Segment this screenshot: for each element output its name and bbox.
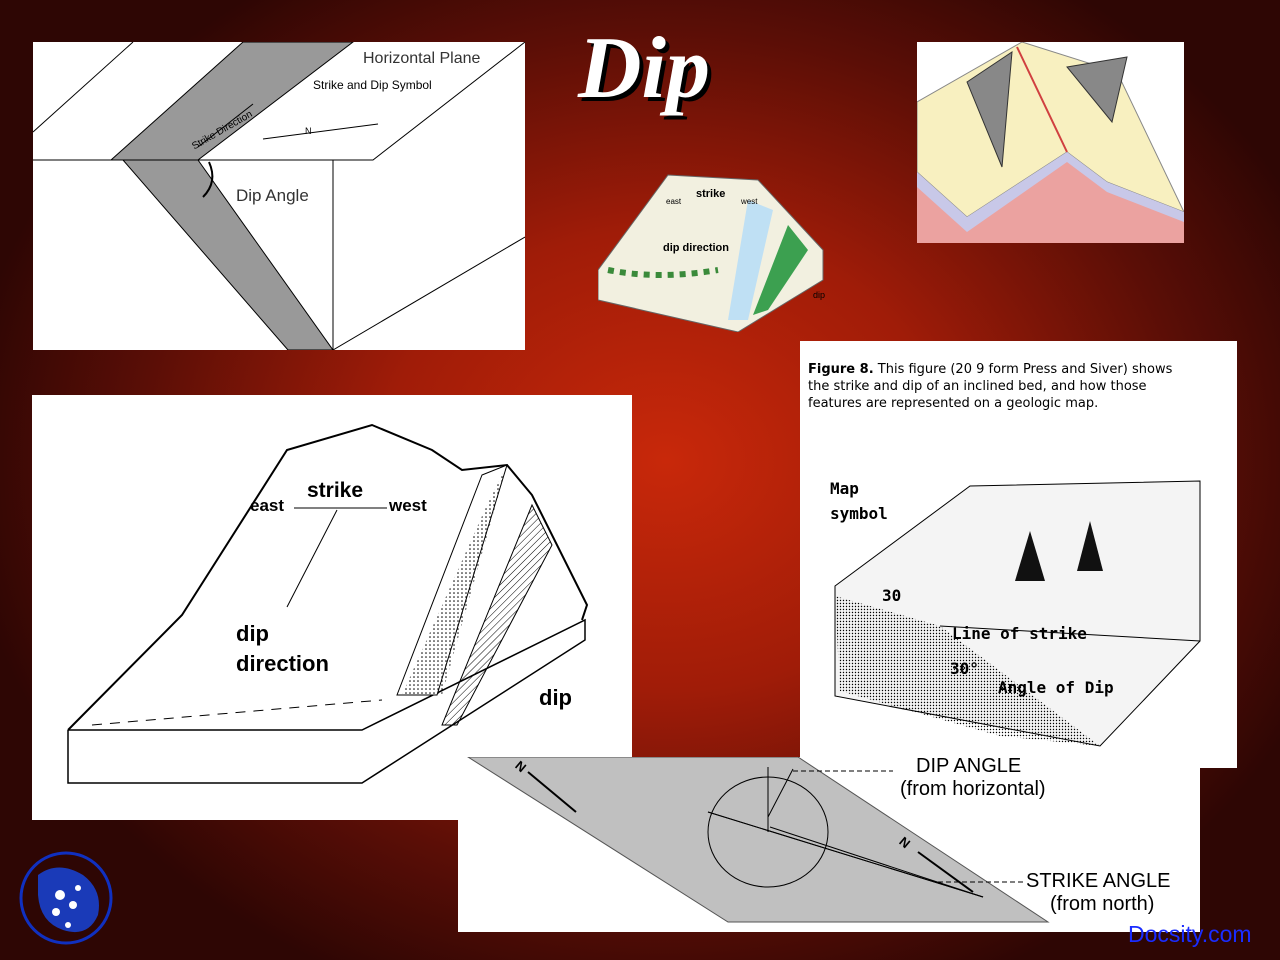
- label-dip-angle: Dip Angle: [236, 186, 309, 205]
- label-n: N: [305, 126, 312, 136]
- caption-line: This figure (20 9 form Press and Siver) …: [877, 362, 1173, 377]
- large-west: west: [389, 496, 427, 515]
- symbol-label: symbol: [830, 504, 888, 523]
- caption-line: the strike and dip of an inclined bed, a…: [808, 379, 1147, 394]
- small-strike: strike: [696, 188, 726, 200]
- label-horizontal-plane: Horizontal Plane: [363, 50, 481, 67]
- small-west: west: [741, 197, 758, 206]
- dip-angle-label: DIP ANGLE: [916, 757, 1022, 777]
- from-north-label: (from north): [1050, 893, 1155, 915]
- large-east: east: [250, 496, 285, 515]
- large-dip: dip: [539, 685, 572, 710]
- small-east: east: [666, 197, 682, 206]
- figure-8-panel: Figure 8. This figure (20 9 form Press a…: [800, 341, 1237, 768]
- angle-30-label: 30°: [950, 659, 979, 678]
- small-dip: dip: [813, 290, 826, 300]
- large-dip-line1: dip: [236, 621, 269, 646]
- horizontal-plane-diagram: Horizontal Plane Strike and Dip Symbol S…: [33, 42, 525, 350]
- map-value-30: 30: [882, 586, 902, 605]
- map-label: Map: [830, 479, 859, 498]
- label-strike-dip-symbol: Strike and Dip Symbol: [313, 78, 432, 92]
- small-strike-dip-diagram: strike east west dip direction dip: [598, 170, 830, 332]
- docsity-watermark: Docsity.com: [1128, 921, 1252, 947]
- caption-bold: Figure 8.: [808, 362, 874, 377]
- strike-angle-label: STRIKE ANGLE: [1026, 870, 1171, 892]
- slide-title: Dip: [578, 20, 710, 117]
- fold-diagram: [917, 42, 1184, 243]
- from-horizontal-label: (from horizontal): [900, 778, 1046, 800]
- small-dip-direction: dip direction: [663, 242, 729, 254]
- dip-strike-angle-diagram: N N DIP ANGLE (from horizontal) STRIKE A…: [458, 757, 1200, 932]
- large-dip-line2: direction: [236, 651, 329, 676]
- caption-line: features are represented on a geologic m…: [808, 396, 1099, 411]
- figure-8-caption: Figure 8. This figure (20 9 form Press a…: [808, 361, 1172, 412]
- large-strike: strike: [307, 479, 364, 502]
- logo-icon: [19, 851, 113, 945]
- block-drawing: [33, 42, 525, 350]
- angle-of-dip-label: Angle of Dip: [998, 678, 1114, 697]
- large-strike-dip-diagram: strike east west dip direction dip: [32, 395, 632, 820]
- line-of-strike-label: Line of strike: [952, 624, 1087, 643]
